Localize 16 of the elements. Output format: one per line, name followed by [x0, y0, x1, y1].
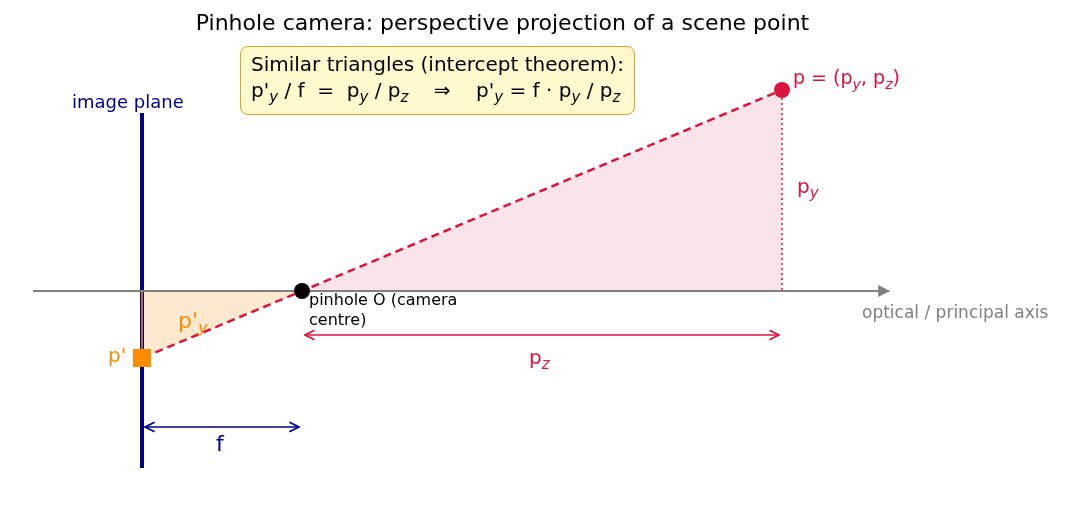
formula-text: p'$_{y}$ / f = p$_{y}$ / p$_{z}$ ⇒ p'$_{y}$ = f · p$_{y}$ / p$_{z}$ [251, 77, 622, 108]
point-square [133, 349, 151, 367]
dimension-label: f [216, 431, 224, 456]
axis-label: optical / principal axis [862, 302, 1049, 322]
point-label: p = (p$_{y}$, p$_{z}$) [793, 66, 901, 92]
title: Pinhole camera: perspective projection of a scene point [194, 10, 811, 35]
box-heading: Similar triangles (intercept theorem): [251, 51, 624, 77]
point-dot [294, 283, 310, 299]
point-label: p' [108, 343, 127, 367]
point-label: pinhole O (camera centre) [309, 290, 459, 330]
point-dot [774, 82, 790, 98]
formula-box [240, 46, 635, 115]
dimension-label: p'$_{y}$ [178, 308, 208, 338]
dimension-label: p$_{y}$ [797, 174, 819, 202]
plane-label: image plane [72, 91, 184, 112]
dimension-label: p$_{z}$ [529, 345, 550, 373]
